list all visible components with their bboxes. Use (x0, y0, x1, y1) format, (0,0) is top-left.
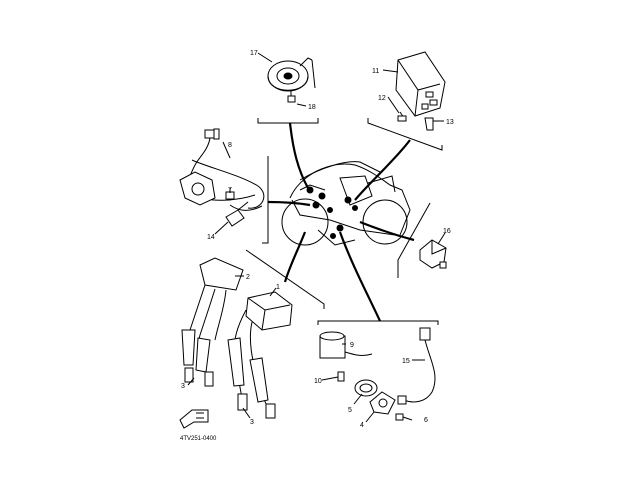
forward-arrow-icon (179, 409, 209, 429)
callout-3-right: 3 (250, 419, 254, 426)
cover-part-4 (369, 391, 396, 415)
gasket-part-5 (354, 379, 378, 397)
ignition-coil-part-2 (181, 257, 244, 387)
callout-7: 7 (228, 187, 232, 194)
callout-12: 12 (378, 95, 386, 102)
callout-2: 2 (246, 274, 250, 281)
ignition-coil-part-1 (227, 291, 293, 419)
callout-16: 16 (443, 228, 451, 235)
callout-6: 6 (424, 417, 428, 424)
sensor-lead-part-15 (397, 327, 436, 405)
harness-part-8 (179, 128, 265, 211)
callout-15: 15 (402, 358, 410, 365)
callout-numbers: 17 18 11 12 13 8 7 14 16 1 2 3 3 9 10 5 … (181, 50, 454, 429)
drawing-code: 4TV251-0400 (180, 436, 217, 442)
callout-3-left: 3 (181, 383, 185, 390)
section-brackets (245, 118, 443, 325)
relay-part-16 (419, 239, 447, 269)
callout-10: 10 (314, 378, 322, 385)
callout-leaders (187, 52, 446, 423)
motorcycle-outline (281, 161, 411, 246)
sensor-part-14 (225, 201, 249, 227)
callout-8: 8 (228, 142, 232, 149)
callout-4: 4 (360, 422, 364, 429)
callout-13: 13 (446, 119, 454, 126)
horn-part-17 (267, 57, 316, 103)
starter-motor-part-9 (319, 331, 373, 382)
callout-9: 9 (350, 342, 354, 349)
callout-14: 14 (207, 234, 215, 241)
callout-17: 17 (250, 50, 258, 57)
callout-18: 18 (308, 104, 316, 111)
bolt-part-6 (395, 413, 404, 421)
leader-lines (267, 122, 415, 322)
callout-5: 5 (348, 407, 352, 414)
cdi-unit-part-11 (395, 51, 446, 131)
callout-11: 11 (372, 68, 379, 75)
callout-1: 1 (276, 284, 280, 291)
